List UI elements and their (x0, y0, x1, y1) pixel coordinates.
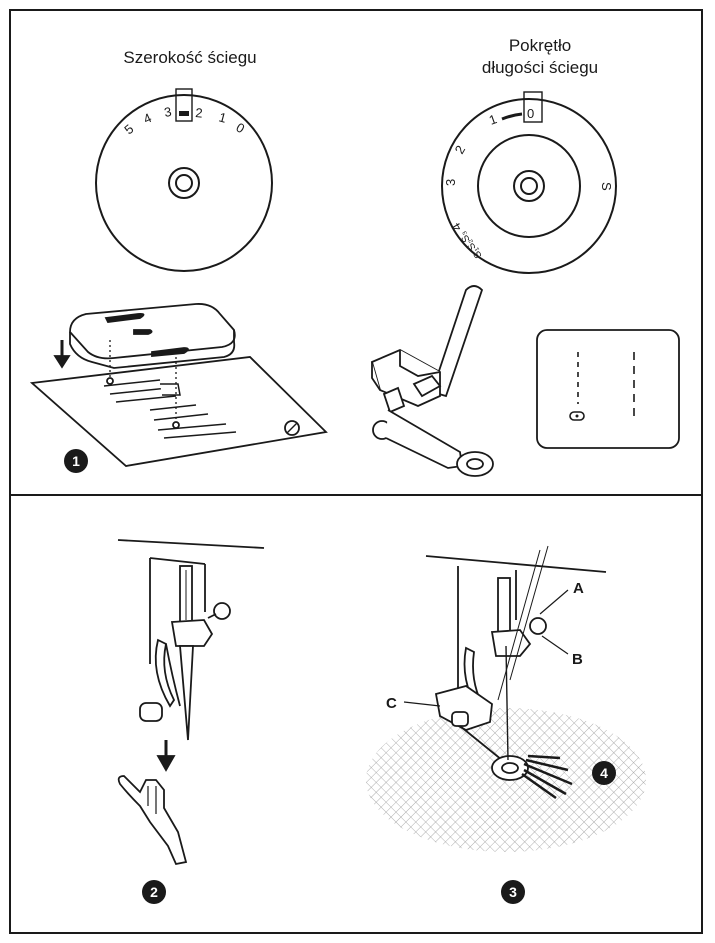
needle-bar-illustration (117, 539, 265, 866)
step-1-badge: 1 (64, 449, 88, 473)
label-b: B (572, 651, 583, 668)
svg-text:1: 1 (72, 453, 80, 469)
width-number-2: 2 (195, 105, 204, 121)
step-4-badge: 4 (592, 761, 616, 785)
svg-text:3: 3 (509, 884, 517, 900)
stitch-width-dial (95, 88, 273, 272)
stitch-length-title-line1: Pokrętło (508, 36, 572, 55)
stitch-length-dial (441, 91, 617, 274)
label-a: A (573, 580, 584, 597)
length-number-s2: S₂ (464, 237, 479, 252)
svg-text:2: 2 (150, 884, 158, 900)
width-number-3: 3 (163, 104, 173, 120)
length-number-s: S (599, 182, 614, 191)
stitch-length-scale: 1 0 2 3 S S₁ S₂ S₃ 4 (443, 106, 614, 260)
width-number-1: 1 (217, 109, 228, 125)
length-number-0: 0 (527, 106, 534, 121)
label-c: C (386, 695, 397, 712)
needle-plate-illustration (29, 303, 328, 467)
diagram-frame (9, 9, 703, 934)
section-divider (9, 494, 703, 496)
svg-text:4: 4 (600, 765, 608, 781)
stitch-pattern-inset (536, 329, 680, 449)
step-2-badge: 2 (142, 880, 166, 904)
darning-foot-illustration (370, 285, 494, 477)
step-3-badge: 3 (501, 880, 525, 904)
length-number-s3: S₃ (458, 229, 473, 244)
length-number-1: 1 (487, 111, 499, 128)
darning-setup-illustration (366, 545, 646, 852)
length-number-3: 3 (443, 179, 458, 186)
stitch-width-title: Szerokość ściegu (123, 48, 257, 67)
stitch-length-title-line2: długości ściegu (481, 58, 599, 77)
